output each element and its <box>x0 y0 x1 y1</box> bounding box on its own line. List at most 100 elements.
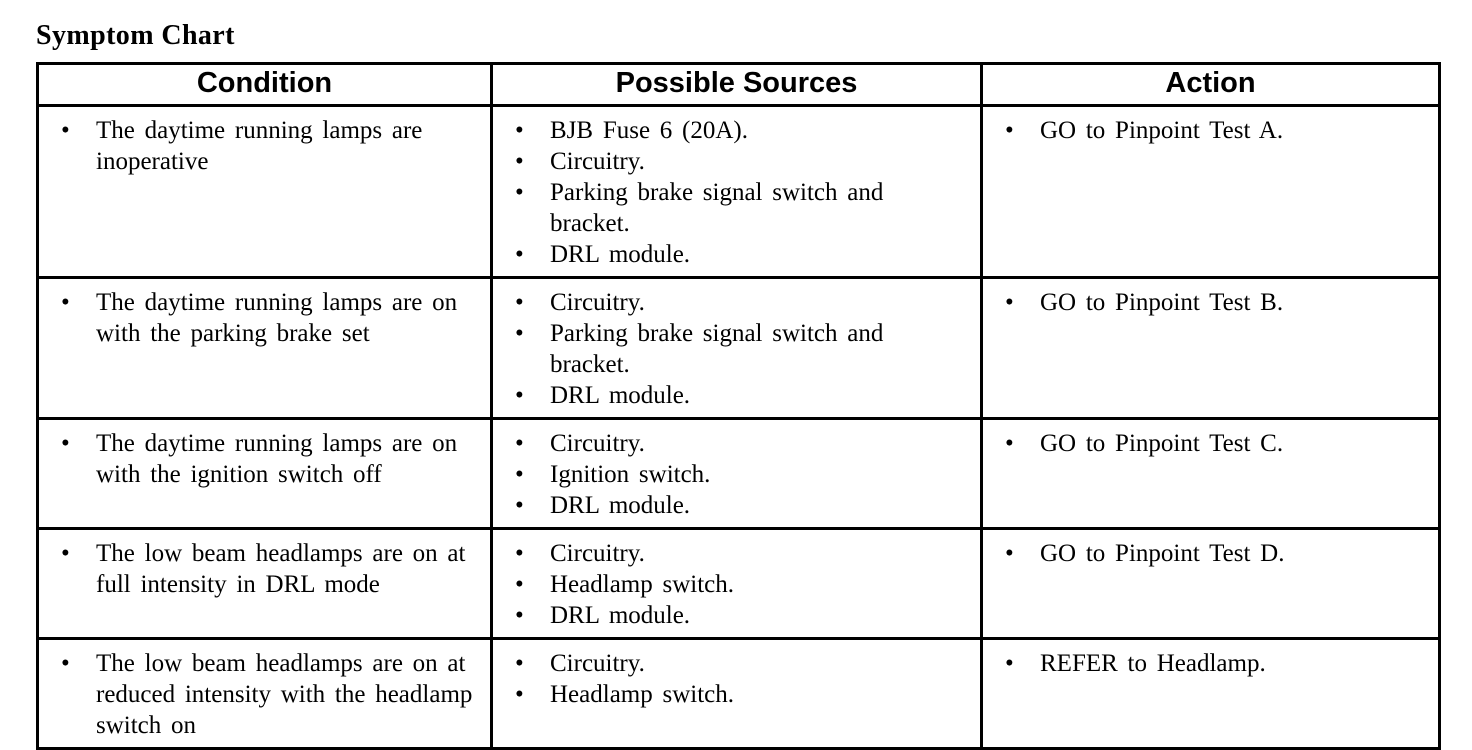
bullet-icon: • <box>515 540 524 567</box>
bullet-icon: • <box>61 540 70 567</box>
sources-list: • BJB Fuse 6 (20A). • Circuitry. • Parki… <box>493 107 980 276</box>
list-item: • GO to Pinpoint Test A. <box>983 115 1430 146</box>
source-text: DRL module. <box>550 382 691 409</box>
action-text: GO to Pinpoint Test D. <box>1040 540 1285 567</box>
bullet-icon: • <box>61 117 70 144</box>
action-list: • GO to Pinpoint Test D. <box>983 530 1438 575</box>
condition-list: • The daytime running lamps are on with … <box>39 420 490 496</box>
bullet-icon: • <box>515 492 524 519</box>
action-list: • GO to Pinpoint Test A. <box>983 107 1438 152</box>
bullet-icon: • <box>1005 430 1014 457</box>
bullet-icon: • <box>61 650 70 677</box>
source-text: Circuitry. <box>550 650 645 677</box>
list-item: • REFER to Headlamp. <box>983 648 1430 679</box>
column-header-action: Action <box>980 62 1441 107</box>
list-item: • Headlamp switch. <box>493 679 972 710</box>
condition-cell: • The low beam headlamps are on at full … <box>36 527 493 640</box>
table-row: • The low beam headlamps are on at reduc… <box>36 637 1441 750</box>
condition-list: • The daytime running lamps are on with … <box>39 279 490 355</box>
sources-cell: • Circuitry. • Headlamp switch. <box>490 637 983 750</box>
action-text: GO to Pinpoint Test A. <box>1040 117 1284 144</box>
list-item: • The low beam headlamps are on at full … <box>39 538 482 600</box>
bullet-icon: • <box>515 571 524 598</box>
source-text: Headlamp switch. <box>550 571 735 598</box>
list-item: • GO to Pinpoint Test D. <box>983 538 1430 569</box>
condition-cell: • The low beam headlamps are on at reduc… <box>36 637 493 750</box>
sources-list: • Circuitry. • Ignition switch. • DRL mo… <box>493 420 980 527</box>
source-text: DRL module. <box>550 602 691 629</box>
bullet-icon: • <box>61 289 70 316</box>
sources-list: • Circuitry. • Headlamp switch. • DRL mo… <box>493 530 980 637</box>
list-item: • GO to Pinpoint Test B. <box>983 287 1430 318</box>
condition-cell: • The daytime running lamps are on with … <box>36 417 493 530</box>
source-text: Circuitry. <box>550 540 645 567</box>
bullet-icon: • <box>1005 117 1014 144</box>
bullet-icon: • <box>515 681 524 708</box>
list-item: • The low beam headlamps are on at reduc… <box>39 648 482 741</box>
source-text: BJB Fuse 6 (20A). <box>550 117 749 144</box>
sources-cell: • Circuitry. • Parking brake signal swit… <box>490 276 983 420</box>
action-cell: • REFER to Headlamp. <box>980 637 1441 750</box>
condition-text: The daytime running lamps are on with th… <box>96 430 458 488</box>
list-item: • Headlamp switch. <box>493 569 972 600</box>
action-list: • GO to Pinpoint Test B. <box>983 279 1438 324</box>
bullet-icon: • <box>61 430 70 457</box>
bullet-icon: • <box>515 650 524 677</box>
list-item: • Parking brake signal switch and bracke… <box>493 177 972 239</box>
action-text: GO to Pinpoint Test B. <box>1040 289 1284 316</box>
sources-list: • Circuitry. • Headlamp switch. <box>493 640 980 716</box>
bullet-icon: • <box>515 289 524 316</box>
list-item: • DRL module. <box>493 239 972 270</box>
list-item: • BJB Fuse 6 (20A). <box>493 115 972 146</box>
table-header-row: Condition Possible Sources Action <box>36 62 1441 107</box>
source-text: DRL module. <box>550 492 691 519</box>
list-item: • DRL module. <box>493 380 972 411</box>
action-list: • REFER to Headlamp. <box>983 640 1438 685</box>
bullet-icon: • <box>1005 289 1014 316</box>
column-header-sources: Possible Sources <box>490 62 983 107</box>
action-cell: • GO to Pinpoint Test A. <box>980 104 1441 279</box>
source-text: DRL module. <box>550 241 691 268</box>
condition-list: • The daytime running lamps are inoperat… <box>39 107 490 183</box>
bullet-icon: • <box>515 602 524 629</box>
list-item: • DRL module. <box>493 490 972 521</box>
source-text: Circuitry. <box>550 430 645 457</box>
source-text: Ignition switch. <box>550 461 711 488</box>
sources-cell: • Circuitry. • Ignition switch. • DRL mo… <box>490 417 983 530</box>
condition-text: The low beam headlamps are on at full in… <box>96 540 466 598</box>
list-item: • Circuitry. <box>493 146 972 177</box>
action-text: REFER to Headlamp. <box>1040 650 1266 677</box>
list-item: • Circuitry. <box>493 648 972 679</box>
condition-text: The daytime running lamps are inoperativ… <box>96 117 423 175</box>
bullet-icon: • <box>515 179 524 206</box>
source-text: Circuitry. <box>550 148 645 175</box>
source-text: Parking brake signal switch and bracket. <box>550 179 884 237</box>
bullet-icon: • <box>1005 650 1014 677</box>
source-text: Parking brake signal switch and bracket. <box>550 320 884 378</box>
table-row: • The low beam headlamps are on at full … <box>36 527 1441 640</box>
bullet-icon: • <box>515 241 524 268</box>
condition-cell: • The daytime running lamps are inoperat… <box>36 104 493 279</box>
bullet-icon: • <box>515 320 524 347</box>
sources-cell: • Circuitry. • Headlamp switch. • DRL mo… <box>490 527 983 640</box>
source-text: Headlamp switch. <box>550 681 735 708</box>
condition-text: The low beam headlamps are on at reduced… <box>96 650 473 739</box>
condition-list: • The low beam headlamps are on at full … <box>39 530 490 606</box>
list-item: • Circuitry. <box>493 428 972 459</box>
sources-cell: • BJB Fuse 6 (20A). • Circuitry. • Parki… <box>490 104 983 279</box>
list-item: • GO to Pinpoint Test C. <box>983 428 1430 459</box>
column-header-condition: Condition <box>36 62 493 107</box>
bullet-icon: • <box>515 382 524 409</box>
list-item: • Circuitry. <box>493 538 972 569</box>
bullet-icon: • <box>1005 540 1014 567</box>
list-item: • Parking brake signal switch and bracke… <box>493 318 972 380</box>
list-item: • The daytime running lamps are on with … <box>39 428 482 490</box>
action-cell: • GO to Pinpoint Test C. <box>980 417 1441 530</box>
bullet-icon: • <box>515 117 524 144</box>
action-list: • GO to Pinpoint Test C. <box>983 420 1438 465</box>
list-item: • The daytime running lamps are inoperat… <box>39 115 482 177</box>
action-text: GO to Pinpoint Test C. <box>1040 430 1284 457</box>
condition-text: The daytime running lamps are on with th… <box>96 289 458 347</box>
table-row: • The daytime running lamps are on with … <box>36 417 1441 530</box>
bullet-icon: • <box>515 148 524 175</box>
